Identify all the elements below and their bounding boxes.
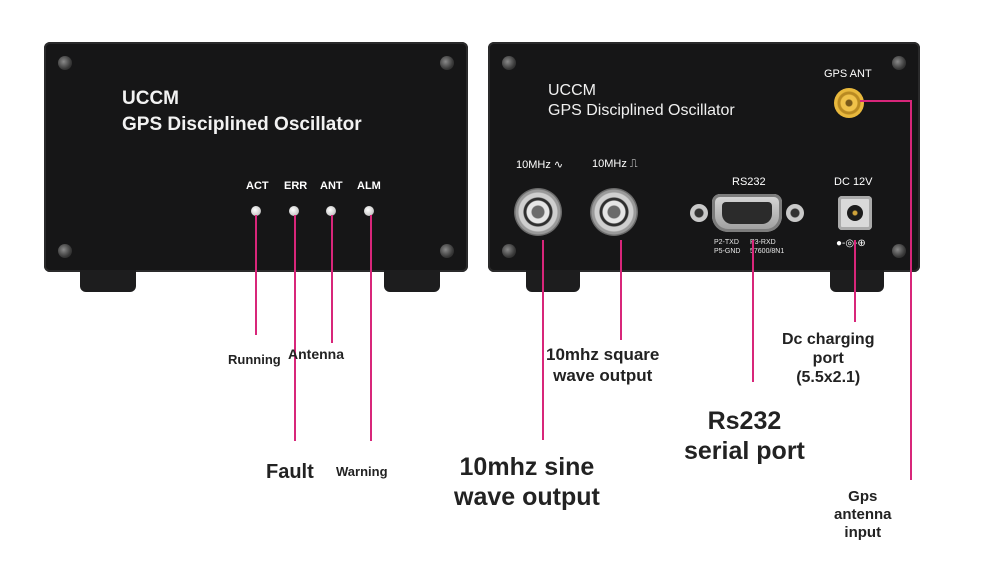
callout-dc-port: Dc charging port (5.5x2.1) <box>782 331 875 386</box>
callout-rs232: Rs232 serial port <box>684 407 805 465</box>
rear-panel: UCCM GPS Disciplined Oscillator GPS ANT … <box>488 42 920 272</box>
gps-antenna-connector-icon <box>834 88 864 118</box>
dc-12v-label: DC 12V <box>834 176 873 188</box>
leader-square <box>620 240 622 340</box>
led-label-act: ACT <box>246 180 269 192</box>
leader-rs232 <box>752 240 754 382</box>
rear-title-name: GPS Disciplined Oscillator <box>548 102 735 119</box>
db9-screw-icon <box>690 204 708 222</box>
callout-warning: Warning <box>336 464 388 479</box>
leader-sine <box>542 240 544 440</box>
leader-dc <box>854 240 856 322</box>
callout-running: Running <box>228 352 281 367</box>
db9-screw-icon <box>786 204 804 222</box>
leader-gps-horizontal <box>860 100 912 102</box>
front-foot-right <box>384 270 440 292</box>
dc-jack-icon <box>838 196 872 230</box>
front-title-name: GPS Disciplined Oscillator <box>122 114 362 135</box>
callout-sine-wave: 10mhz sine wave output <box>454 453 600 511</box>
leader-gps-vertical <box>910 100 912 480</box>
rear-title-model: UCCM <box>548 82 596 99</box>
rear-foot-left <box>526 270 580 292</box>
led-label-alm: ALM <box>357 180 381 192</box>
led-label-ant: ANT <box>320 180 343 192</box>
screw-icon <box>892 244 906 258</box>
led-alm <box>364 206 374 216</box>
bnc-sine-connector-icon <box>514 188 562 236</box>
screw-icon <box>58 244 72 258</box>
rs232-pinout-right: P3-RXD 57600/8N1 <box>750 239 785 255</box>
led-ant <box>326 206 336 216</box>
rs232-label: RS232 <box>732 176 766 188</box>
screw-icon <box>440 244 454 258</box>
screw-icon <box>502 244 516 258</box>
screw-icon <box>440 56 454 70</box>
callout-fault: Fault <box>266 461 314 483</box>
rs232-pinout-left: P2-TXD P5-GND <box>714 239 741 255</box>
led-err <box>289 206 299 216</box>
front-foot-left <box>80 270 136 292</box>
callout-antenna: Antenna <box>288 346 344 362</box>
leader-fault <box>294 215 296 441</box>
db9-connector-icon <box>712 194 782 232</box>
leader-running <box>255 215 257 335</box>
bnc-square-connector-icon <box>590 188 638 236</box>
square-output-label: 10MHz ⎍ <box>592 158 638 170</box>
screw-icon <box>502 56 516 70</box>
screw-icon <box>892 56 906 70</box>
callout-square-wave: 10mhz square wave output <box>546 345 660 385</box>
sine-output-label: 10MHz ∿ <box>516 159 564 171</box>
led-label-err: ERR <box>284 180 308 192</box>
leader-antenna <box>331 215 333 343</box>
polarity-symbol: ●-◎-⊕ <box>836 238 866 249</box>
leader-warning <box>370 215 372 441</box>
led-act <box>251 206 261 216</box>
rear-foot-right <box>830 270 884 292</box>
callout-gps-input: Gps antenna input <box>834 488 892 541</box>
front-title-model: UCCM <box>122 88 179 109</box>
screw-icon <box>58 56 72 70</box>
gps-ant-label: GPS ANT <box>824 68 872 80</box>
